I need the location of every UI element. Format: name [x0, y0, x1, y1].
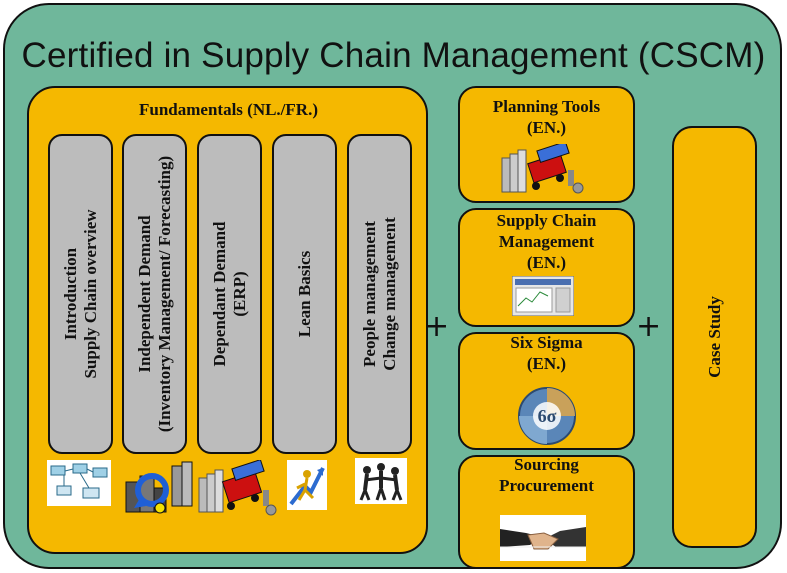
factory-trucks-icon [501, 144, 584, 194]
factory-trucks-icon [198, 460, 277, 516]
case-study-label: Case Study [704, 296, 724, 378]
network-diagram-icon [47, 460, 111, 506]
page-title: Certified in Supply Chain Management (CS… [21, 36, 766, 75]
fundamentals-title: Fundamentals (NL./FR.) [139, 100, 318, 119]
module-title: Supply Chain [496, 211, 597, 230]
fundamentals-column-independent-demand: Independent Demand (Inventory Management… [122, 134, 187, 454]
column-line: Supply Chain overview [80, 209, 100, 379]
plus-sign: + [424, 309, 450, 344]
svg-text:6σ: 6σ [538, 406, 557, 426]
column-line: People management [359, 221, 379, 367]
column-line: Dependant Demand [209, 221, 229, 367]
software-screen-icon [512, 276, 574, 316]
column-line: (ERP) [229, 271, 249, 317]
inventory-blocks-icon [125, 461, 193, 514]
module-title: Procurement [499, 476, 594, 495]
case-study-block: Case Study [672, 126, 757, 548]
module-subtitle: (EN.) [526, 118, 567, 137]
column-line: Independent Demand [134, 215, 154, 373]
fundamentals-column-people-management: People management Change management [347, 134, 412, 454]
module-subtitle: (EN.) [526, 354, 567, 373]
fundamentals-column-lean-basics: Lean Basics [272, 134, 337, 454]
module-subtitle: (EN.) [526, 253, 567, 272]
fundamentals-column-introduction: Introduction Supply Chain overview [48, 134, 113, 454]
module-title: Sourcing [514, 455, 579, 474]
column-line: Lean Basics [294, 250, 314, 338]
plus-sign: + [636, 309, 662, 344]
column-line: Change management [379, 217, 399, 371]
six-sigma-icon: 6σ [518, 387, 576, 445]
module-title: Management [498, 232, 595, 251]
module-planning-tools [458, 86, 635, 203]
column-line: (Inventory Management/ Forecasting) [154, 155, 174, 433]
module-title: Six Sigma [510, 333, 583, 352]
fundamentals-column-dependant-demand: Dependant Demand (ERP) [197, 134, 262, 454]
runner-arrow-icon [287, 460, 327, 510]
people-group-icon [355, 458, 407, 504]
column-line: Introduction [60, 247, 80, 341]
handshake-icon [500, 515, 586, 561]
module-title: Planning Tools [492, 97, 601, 116]
